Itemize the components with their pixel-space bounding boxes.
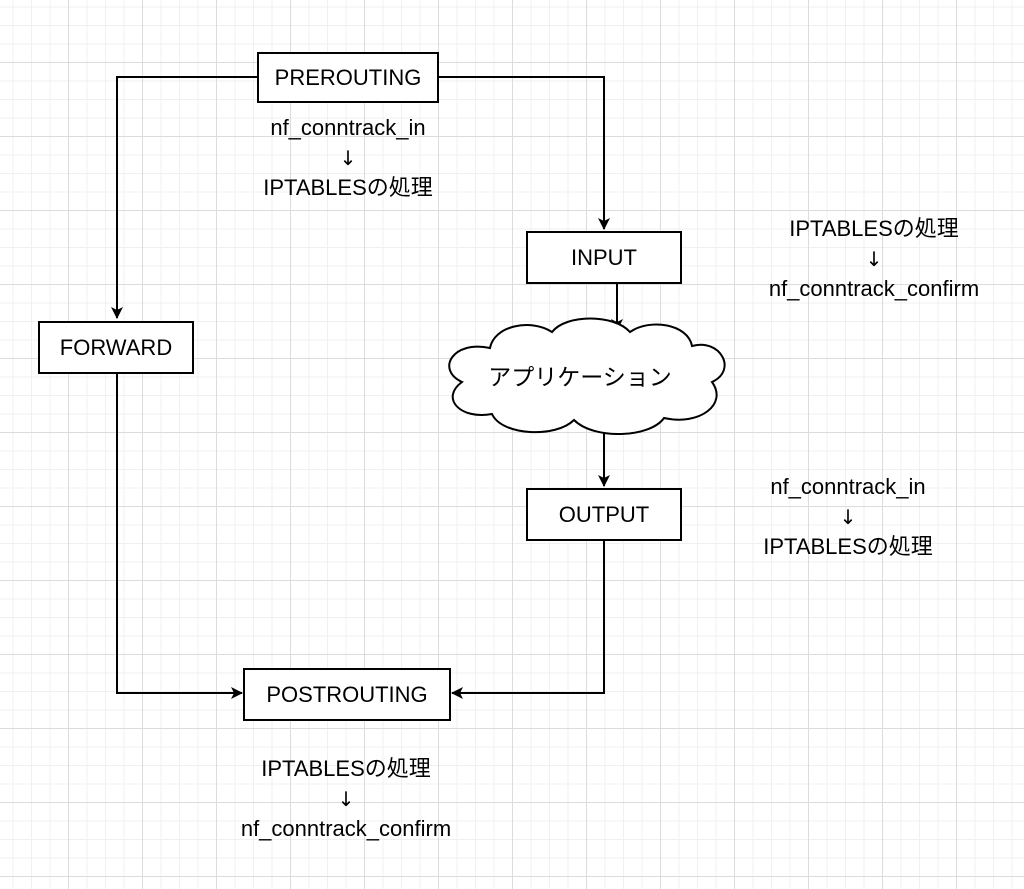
postrouting-node: POSTROUTING <box>243 668 451 721</box>
input-note: IPTABLESの処理 ↓ nf_conntrack_confirm <box>740 214 1008 304</box>
postrouting-note-line-1: IPTABLESの処理 <box>261 756 431 781</box>
output-note-line-1: nf_conntrack_in <box>770 474 926 499</box>
edge-forward-to-postrouting <box>116 374 243 699</box>
application-cloud-shape <box>448 317 726 436</box>
input-note-arrow: ↓ <box>865 247 883 271</box>
output-note-arrow: ↓ <box>839 505 857 529</box>
edge-prerouting-to-input <box>437 76 610 230</box>
prerouting-label: PREROUTING <box>274 64 422 90</box>
output-note-line-3: IPTABLESの処理 <box>763 534 933 559</box>
postrouting-note-line-3: nf_conntrack_confirm <box>240 816 452 841</box>
prerouting-note-line-3: IPTABLESの処理 <box>263 175 433 200</box>
prerouting-node: PREROUTING <box>257 52 439 103</box>
postrouting-note: IPTABLESの処理 ↓ nf_conntrack_confirm <box>212 754 480 844</box>
prerouting-note-line-1: nf_conntrack_in <box>270 115 426 140</box>
input-node: INPUT <box>526 231 682 284</box>
output-note: nf_conntrack_in ↓ IPTABLESの処理 <box>728 472 968 562</box>
input-note-line-1: IPTABLESの処理 <box>789 216 959 241</box>
prerouting-note: nf_conntrack_in ↓ IPTABLESの処理 <box>228 113 468 203</box>
edge-prerouting-to-forward <box>111 76 258 319</box>
postrouting-note-arrow: ↓ <box>337 787 355 811</box>
input-label: INPUT <box>571 244 637 270</box>
forward-label: FORWARD <box>59 334 173 360</box>
output-label: OUTPUT <box>558 501 650 527</box>
application-label: アプリケーション <box>488 365 672 391</box>
prerouting-note-arrow: ↓ <box>339 146 357 170</box>
input-note-line-3: nf_conntrack_confirm <box>768 276 980 301</box>
edge-output-to-postrouting <box>451 541 605 699</box>
postrouting-label: POSTROUTING <box>266 681 428 707</box>
forward-node: FORWARD <box>38 321 194 374</box>
output-node: OUTPUT <box>526 488 682 541</box>
